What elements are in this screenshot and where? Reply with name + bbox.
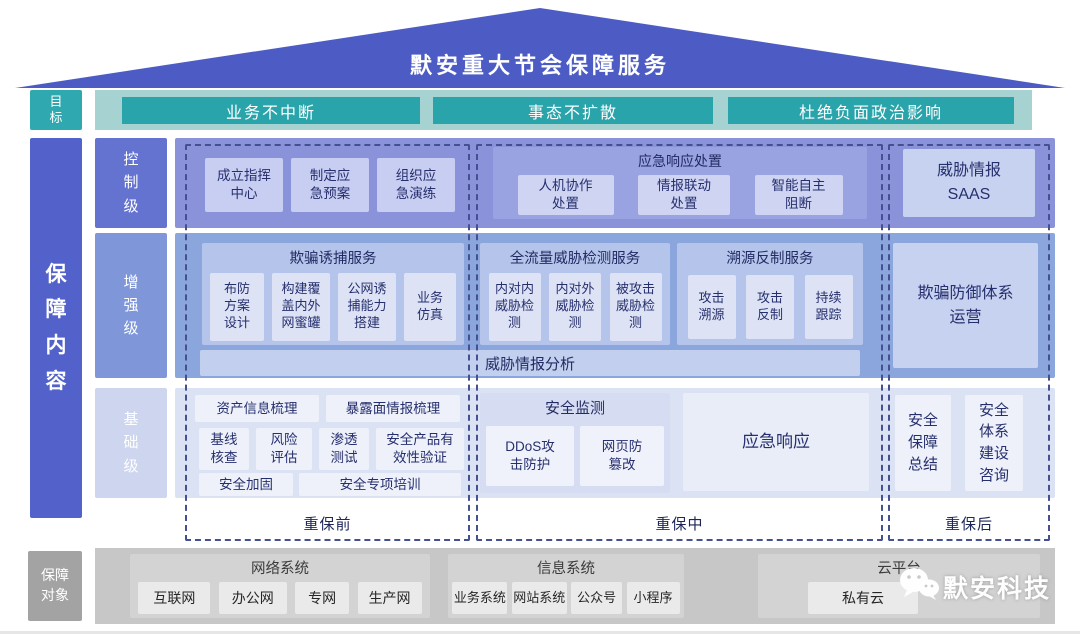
target-box: 互联网 [138,582,211,614]
threat-intel-saas-box: 威胁情报 SAAS [903,149,1035,217]
basic-pre-box: 安全专项培训 [299,473,461,496]
trace-box: 攻击 反制 [746,274,794,339]
brand-watermark: 默安科技 [898,566,1051,607]
basic-pre-box: 暴露面情报梳理 [326,395,460,422]
basic-pre-box: 资产信息梳理 [195,395,319,422]
deception-group: 欺骗诱捕服务 布防 方案 设计 构建覆 盖内外 网蜜罐 公网诱 捕能力 搭建 业… [202,243,464,345]
monitor-box: DDoS攻 击防护 [486,425,574,486]
control-row: 成立指挥 中心 制定应 急预案 组织应 急演练 应急响应处置 人机协作 处置 情… [175,138,1055,228]
detection-box: 内对内 威胁检 测 [488,272,541,341]
intel-analysis-band: 威胁情报分析 [200,350,860,376]
phase-label: 重保前 [303,516,352,533]
detection-box: 被攻击 威胁检 测 [609,272,662,341]
deception-ops-box: 欺骗防御体系 运营 [893,243,1038,368]
deception-box: 公网诱 捕能力 搭建 [338,272,396,341]
emergency-response-box: 应急响应 [683,393,869,491]
group-title: 安全监测 [544,400,605,417]
monitor-box: 网页防 篡改 [580,425,664,486]
goal-row-label: 目 标 [30,90,82,130]
control-mid-box: 人机协作 处置 [517,175,614,215]
group-title: 欺骗诱捕服务 [289,251,377,267]
control-pre-box: 成立指挥 中心 [205,158,283,212]
bottom-divider [0,631,1080,634]
deception-box: 业务 仿真 [404,272,456,341]
level-label-control: 控 制 级 [95,138,167,228]
target-box: 生产网 [357,582,422,614]
control-pre-box: 组织应 急演练 [377,158,455,212]
basic-post-box: 安全 保障 总结 [895,395,951,491]
cloud-group: 云平台 私有云 [758,554,1040,618]
target-row-label: 保障 对象 [28,551,82,621]
security-monitor-group: 安全监测 DDoS攻 击防护 网页防 篡改 [480,393,670,493]
basic-post-box: 安全 体系 建设 咨询 [965,395,1023,491]
phase-region-pre: 重保前 [185,144,470,541]
control-mid-box: 智能自主 阻断 [754,175,843,215]
deception-box: 布防 方案 设计 [210,272,264,341]
basic-pre-box: 基线 核查 [199,428,249,470]
info-group: 信息系统 业务系统 网站系统 公众号 小程序 [448,554,684,618]
deception-box: 构建覆 盖内外 网蜜罐 [272,272,330,341]
trace-box: 持续 跟踪 [804,274,853,339]
basic-pre-box: 安全加固 [199,473,293,496]
phase-region-mid: 重保中 [476,144,883,541]
target-box: 私有云 [808,582,918,614]
enhanced-row: 欺骗诱捕服务 布防 方案 设计 构建覆 盖内外 网蜜罐 公网诱 捕能力 搭建 业… [175,233,1055,378]
target-box: 小程序 [626,582,680,614]
group-title: 网络系统 [251,561,309,577]
detection-group: 全流量威胁检测服务 内对内 威胁检 测 内对外 威胁检 测 被攻击 威胁检 测 [480,243,670,345]
wechat-icon [898,566,940,607]
control-pre-box: 制定应 急预案 [291,158,369,212]
brand-name: 默安科技 [943,574,1052,603]
control-mid-box: 情报联动 处置 [638,175,730,215]
group-title: 信息系统 [537,561,595,577]
trace-group: 溯源反制服务 攻击 溯源 攻击 反制 持续 跟踪 [677,243,863,345]
detection-box: 内对外 威胁检 测 [549,272,601,341]
group-title: 全流量威胁检测服务 [509,251,641,267]
group-title: 溯源反制服务 [726,251,814,267]
phase-label: 重保后 [944,516,993,533]
level-label-basic: 基 础 级 [95,388,167,498]
level-label-enhanced: 增 强 级 [95,233,167,378]
target-box: 办公网 [218,582,287,614]
goal-item: 杜绝负面政治影响 [728,97,1014,124]
trace-box: 攻击 溯源 [687,274,736,339]
basic-pre-box: 风险 评估 [256,428,312,470]
targets-band: 网络系统 互联网 办公网 专网 生产网 信息系统 业务系统 网站系统 公众号 小… [95,548,1055,624]
goals-band: 业务不中断 事态不扩散 杜绝负面政治影响 [95,90,1032,130]
target-box: 专网 [295,582,350,614]
target-box: 公众号 [571,582,623,614]
network-group: 网络系统 互联网 办公网 专网 生产网 [130,554,430,618]
basic-pre-box: 渗透 测试 [319,428,369,470]
emergency-response-group: 应急响应处置 人机协作 处置 情报联动 处置 智能自主 阻断 [493,147,867,219]
diagram-title: 默安重大节会保障服务 [409,53,670,78]
basic-row: 资产信息梳理 暴露面情报梳理 基线 核查 风险 评估 渗透 测试 安全产品有 效… [175,388,1055,498]
content-column-label: 保 障 内 容 [30,138,82,518]
roof-banner: 默安重大节会保障服务 [15,8,1065,88]
group-title: 应急响应处置 [638,153,722,169]
basic-pre-box: 安全产品有 效性验证 [376,428,464,470]
goal-item: 事态不扩散 [433,97,713,124]
target-box: 业务系统 [452,582,508,614]
target-box: 网站系统 [511,582,567,614]
phase-label: 重保中 [655,516,704,533]
goal-item: 业务不中断 [122,97,420,124]
phase-region-post: 重保后 [888,144,1050,541]
